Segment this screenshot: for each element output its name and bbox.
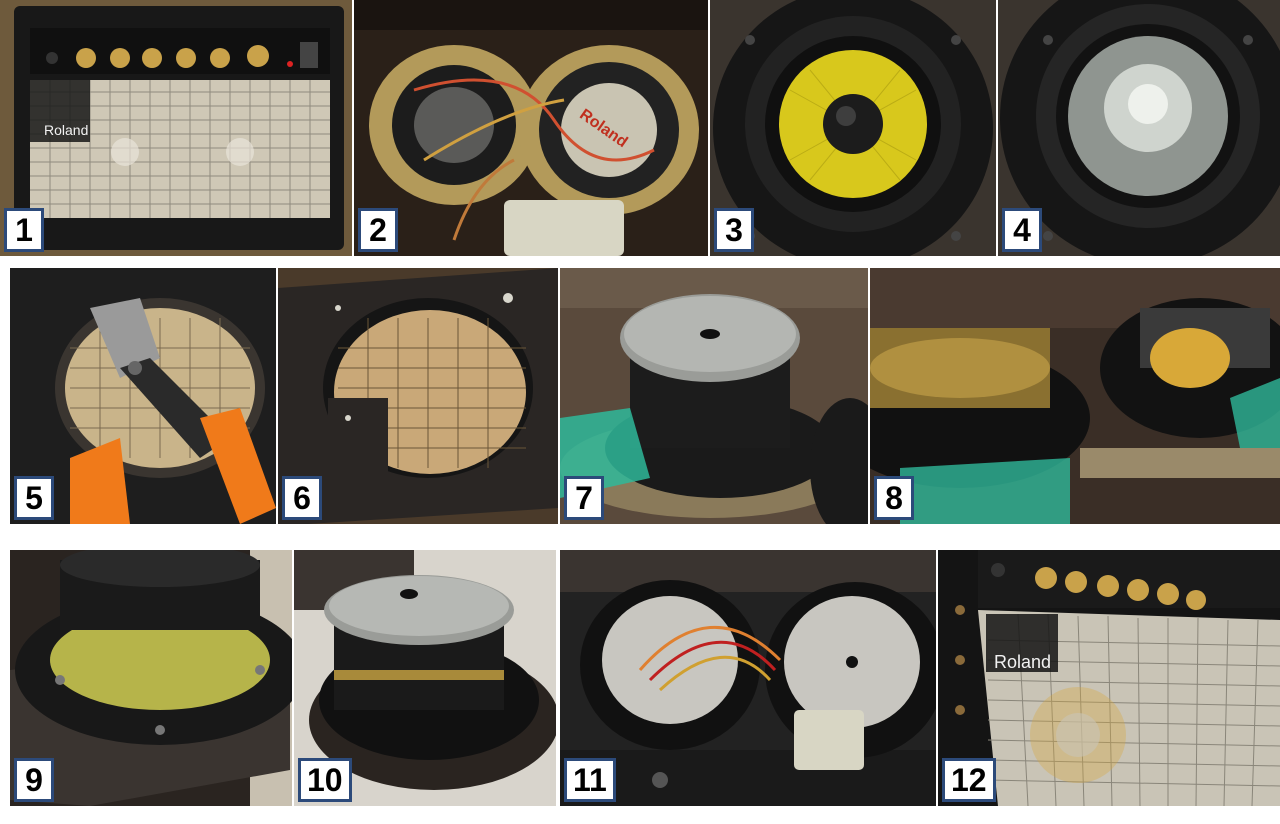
finished-amp-image	[938, 550, 1280, 806]
old-speakers-image	[354, 0, 708, 256]
photo-number-4: 4	[1002, 208, 1042, 252]
pliers-image	[10, 268, 276, 524]
photo-12-finished-amp: Roland 12	[938, 550, 1280, 806]
photo-number-12: 12	[942, 758, 996, 802]
photo-number-11: 11	[564, 758, 616, 802]
photo-11-speakers-wired: 11	[560, 550, 936, 806]
photo-number-9: 9	[14, 758, 54, 802]
photo-number-7: 7	[564, 476, 604, 520]
photo-2-old-speakers: Roland 2	[354, 0, 708, 256]
photo-4-new-silver-speaker: 4	[998, 0, 1280, 256]
speaker-magnet-image	[560, 268, 868, 524]
photo-number-1: 1	[4, 208, 44, 252]
yellow-speaker-image	[710, 0, 996, 256]
silver-speaker-image	[998, 0, 1280, 256]
photo-number-8: 8	[874, 476, 914, 520]
enlarged-hole-image	[278, 268, 558, 524]
photo-8-speakers-mounted: 8	[870, 268, 1280, 524]
photo-9-speaker-on-baffle: 9	[10, 550, 292, 806]
photo-number-5: 5	[14, 476, 54, 520]
photo-5-pliers-cutting: 5	[10, 268, 276, 524]
speakers-mounted-image	[870, 268, 1280, 524]
photo-number-3: 3	[714, 208, 754, 252]
speakers-wired-image	[560, 550, 936, 806]
photo-10-speaker-mounted: 10	[294, 550, 556, 806]
photo-number-6: 6	[282, 476, 322, 520]
photo-number-10: 10	[298, 758, 352, 802]
finished-amp-brand-text: Roland	[994, 652, 1052, 672]
photo-6-enlarged-hole: 6	[278, 268, 558, 524]
photo-number-2: 2	[358, 208, 398, 252]
photo-7-speaker-magnet: 7	[560, 268, 868, 524]
amp-front-image	[0, 0, 352, 256]
photo-3-new-yellow-speaker: 3	[710, 0, 996, 256]
amp-brand-text: Roland	[44, 122, 89, 138]
photo-1-amp-front: Roland 1	[0, 0, 352, 256]
speaker-on-baffle-image	[10, 550, 292, 806]
